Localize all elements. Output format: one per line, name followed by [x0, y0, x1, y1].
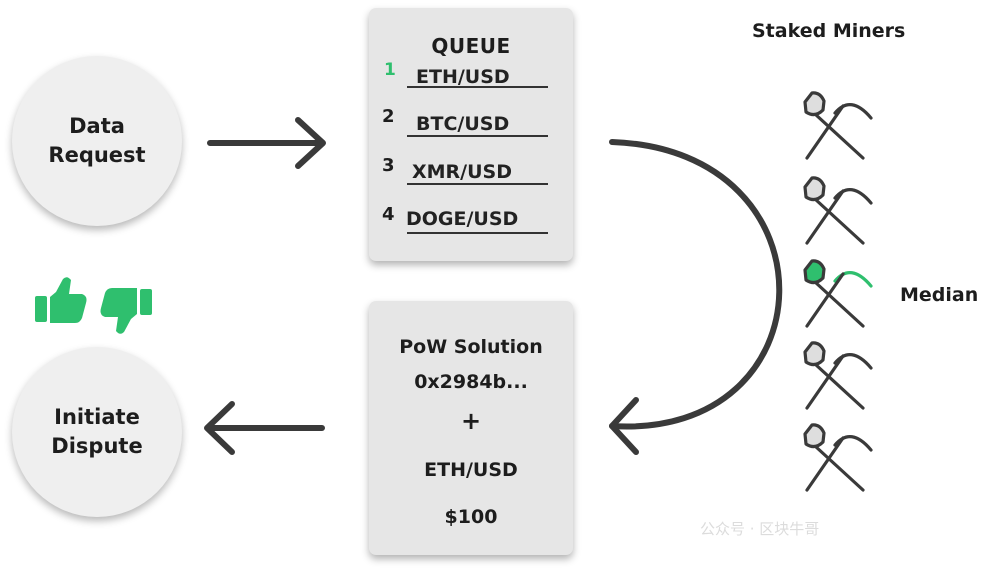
solution-value: $100: [444, 506, 498, 528]
pow-solution-title: PoW Solution: [399, 336, 543, 358]
arrow-solution-to-dispute: [204, 401, 325, 455]
queue-item-2-label: BTC/USD: [416, 113, 510, 135]
solution-pair: ETH/USD: [424, 459, 518, 481]
initiate-dispute-label: Initiate Dispute: [51, 405, 143, 458]
shovel-pickaxe-icon: [803, 341, 873, 410]
queue-item-1-underline: [407, 86, 548, 88]
queue-item-3-number: 3: [382, 155, 395, 176]
arrow-curve-head: [609, 397, 639, 455]
data-request-label: Data Request: [48, 114, 146, 167]
queue-item-2-underline: [407, 135, 548, 137]
queue-item-1-label: ETH/USD: [416, 66, 510, 88]
initiate-dispute-node: Initiate Dispute: [12, 347, 182, 517]
pow-solution-hash: 0x2984b...: [414, 371, 528, 393]
queue-item-2-number: 2: [382, 106, 395, 127]
data-request-node: Data Request: [12, 56, 182, 226]
queue-item-4-label: DOGE/USD: [406, 208, 519, 230]
plus-sign: +: [460, 407, 482, 435]
thumbs-up-icon: [35, 277, 87, 323]
shovel-pickaxe-icon: [803, 259, 873, 328]
arrow-request-to-queue: [207, 117, 326, 169]
queue-card: QUEUE 1 ETH/USD 2 BTC/USD 3 XMR/USD 4 DO…: [369, 8, 573, 261]
median-label: Median: [900, 284, 979, 306]
queue-item-3-underline: [407, 183, 548, 185]
staked-miners-title: Staked Miners: [752, 20, 906, 42]
shovel-pickaxe-icon: [803, 176, 873, 245]
queue-item-4-number: 4: [382, 204, 395, 225]
queue-item-4-underline: [407, 232, 548, 234]
shovel-pickaxe-icon: [803, 91, 873, 160]
shovel-pickaxe-icon: [803, 423, 873, 492]
solution-card: PoW Solution 0x2984b... + ETH/USD $100: [369, 301, 573, 555]
queue-item-3-label: XMR/USD: [412, 161, 513, 183]
queue-item-1-number: 1: [384, 60, 396, 80]
thumbs-down-icon: [100, 288, 152, 334]
queue-title: QUEUE: [431, 34, 511, 58]
arrow-curve-queue-to-solution: [609, 139, 783, 430]
watermark-text: 公众号 · 区块牛哥: [700, 520, 820, 538]
